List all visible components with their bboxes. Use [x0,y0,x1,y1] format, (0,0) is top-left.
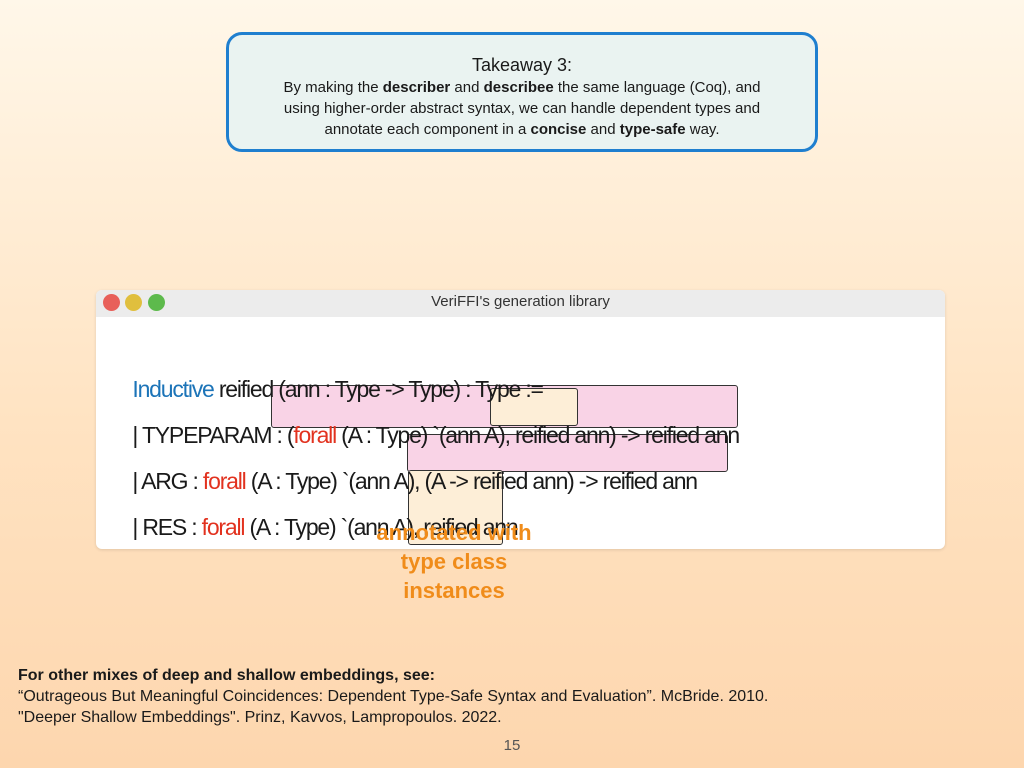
code-line-arg: | ARG : forall (A : Type) `(ann A), (A -… [122,439,698,495]
takeaway-bold-describee: describee [483,79,554,96]
annotation-label: annotated with type class instances [362,518,546,605]
minimize-window-icon[interactable] [125,294,142,311]
takeaway-line-3: annotate each component in a concise and… [229,119,815,140]
arg-highlight-box [407,434,728,472]
reference-prinz: "Deeper Shallow Embeddings". Prinz, Kavv… [18,709,502,726]
takeaway-text: the same language (Coq), and [553,79,761,96]
keyword-inductive: Inductive [132,376,214,402]
takeaway-bold-type-safe: type-safe [619,121,686,138]
takeaway-line-2: using higher-order abstract syntax, we c… [283,100,761,117]
code-text: | RES : [132,514,202,540]
takeaway-line-1: By making the describer and describee th… [229,77,815,98]
annotation-line-2: type class [400,549,508,574]
takeaway-bold-concise: concise [530,121,587,138]
annotation-line-1: annotated with [376,520,532,545]
close-window-icon[interactable] [103,294,120,311]
code-text: reified (ann : Type -> Type) : Type := [213,376,544,402]
res-reified-highlight-box [408,470,503,545]
takeaway-bold-describer: describer [382,79,451,96]
code-line-inductive: Inductive reified (ann : Type -> Type) :… [122,347,544,403]
typeparam-reified-highlight-box [490,388,578,426]
reference-mcbride: “Outrageous But Meaningful Coincidences:… [18,688,769,705]
takeaway-text: and [586,121,620,138]
page-number: 15 [503,737,521,754]
window-title: VeriFFI's generation library [431,293,610,310]
code-text: | ARG : [132,468,203,494]
annotation-line-3: instances [403,578,505,603]
code-text: | TYPEPARAM : ( [132,422,294,448]
references-heading: For other mixes of deep and shallow embe… [18,667,435,684]
keyword-forall: forall [201,514,246,540]
code-text: (A : Type) `(ann A), reified ann) -> rei… [335,422,740,448]
maximize-window-icon[interactable] [148,294,165,311]
code-line-typeparam: | TYPEPARAM : (forall (A : Type) `(ann A… [122,393,740,449]
takeaway-text: By making the [283,79,383,96]
window-titlebar: VeriFFI's generation library [96,290,945,317]
code-window: VeriFFI's generation library [96,290,945,549]
code-text: (A : Type) `(ann A), reified ann. [244,514,523,540]
keyword-forall: forall [202,468,247,494]
takeaway-title: Takeaway 3: [471,55,573,75]
takeaway-text: way. [685,121,720,138]
takeaway-text: and [450,79,484,96]
keyword-forall: forall [293,422,337,448]
takeaway-text: annotate each component in a [324,121,531,138]
references-section: For other mixes of deep and shallow embe… [18,665,768,728]
takeaway-box: Takeaway 3: By making the describer and … [226,32,818,152]
code-text: (A : Type) `(ann A), (A -> reified ann) … [245,468,698,494]
code-line-res: | RES : forall (A : Type) `(ann A), reif… [122,485,523,541]
